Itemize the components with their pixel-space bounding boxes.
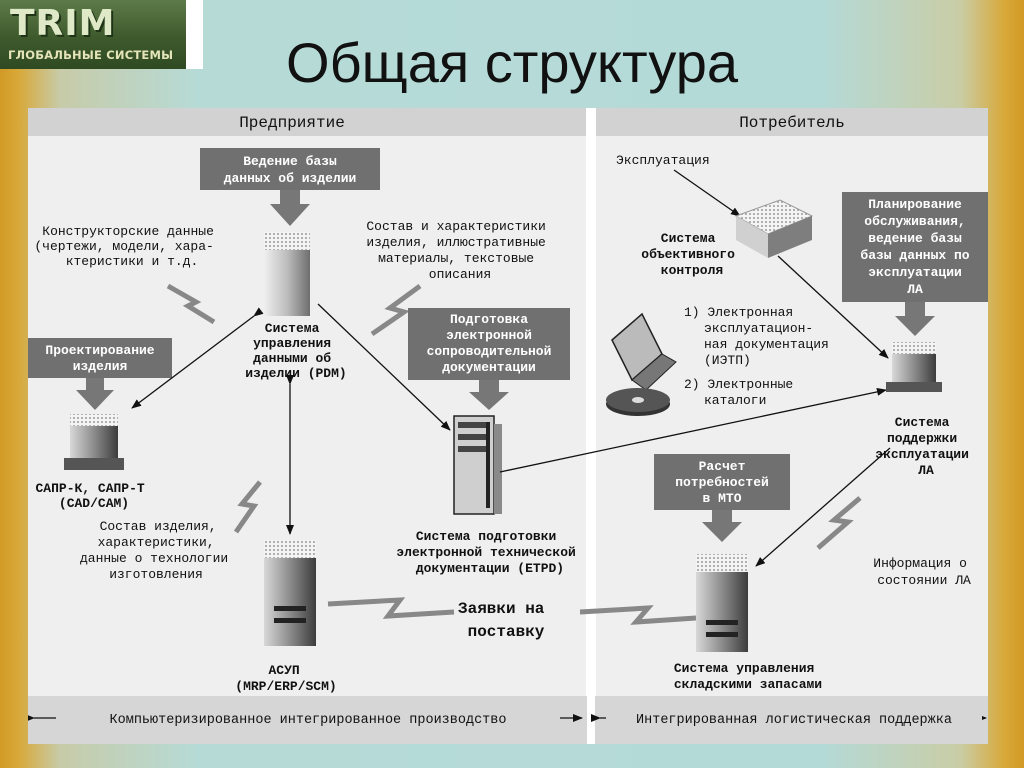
- mto-line-1: Расчет: [699, 459, 746, 474]
- pdm-database-box: Ведение базы данных об изделии: [200, 148, 380, 226]
- pdm-server-icon: [264, 232, 310, 316]
- exploitation-link: [673, 169, 741, 217]
- consumer-header: Потребитель: [739, 114, 845, 132]
- structure-diagram: Предприятие Потребитель Ведение базы дан…: [28, 108, 988, 744]
- lightning-icon: [233, 480, 262, 534]
- state-note: Информация о состоянии ЛА: [873, 556, 974, 588]
- warehouse-server-icon: [696, 554, 748, 652]
- logo-name: TRIM: [10, 3, 116, 44]
- planning-line-1: Планирование: [868, 197, 962, 212]
- design-data-note: Конструкторские данные (чертежи, модели,…: [34, 224, 221, 269]
- planning-line-3: ведение базы: [868, 231, 962, 246]
- asup-label: АСУП (MRP/ERP/SCM): [235, 663, 336, 694]
- footer-left-label: Компьютеризированное интегрированное про…: [110, 713, 507, 728]
- laptop-icon: [611, 312, 677, 391]
- lightning-icon: [816, 496, 862, 550]
- down-arrow-icon: [76, 378, 114, 410]
- prep-box-line-4: документации: [442, 360, 536, 375]
- prep-box-line-2: электронной: [446, 328, 532, 343]
- planning-line-4: базы данных по: [860, 248, 969, 263]
- pdm-cad-link: [131, 307, 264, 409]
- objective-control-label: Система объективного контроля: [641, 231, 742, 278]
- objective-control-icon: [734, 199, 814, 258]
- composition-note: Состав и характеристики изделия, иллюстр…: [366, 219, 553, 282]
- pdm-header-line-1: Ведение базы: [243, 154, 337, 169]
- planning-line-2: обслуживания,: [864, 214, 965, 229]
- mto-line-2: потребностей: [675, 475, 769, 490]
- cad-workstation-icon: [64, 414, 124, 470]
- warehouse-label: Система управления складскими запасами: [674, 661, 822, 692]
- lightning-icon: [579, 605, 697, 625]
- mto-box: Расчет потребностей в МТО: [654, 454, 790, 542]
- lightning-icon: [327, 597, 455, 619]
- footer-right-label: Интегрированная логистическая поддержка: [636, 713, 952, 728]
- down-arrow-icon: [895, 302, 935, 336]
- logo-subtitle: ГЛОБАЛЬНЫЕ СИСТЕМЫ: [8, 48, 174, 62]
- design-box-line-1: Проектирование: [45, 343, 154, 358]
- pdm-header-line-2: данных об изделии: [224, 171, 357, 186]
- down-arrow-icon: [702, 510, 742, 542]
- pdm-etpd-link: [317, 303, 451, 431]
- consumer-header-bar: [596, 108, 988, 136]
- prep-box-line-1: Подготовка: [450, 312, 528, 327]
- enterprise-header: Предприятие: [239, 114, 345, 132]
- down-arrow-icon: [270, 190, 310, 226]
- preparation-box: Подготовка электронной сопроводительной …: [408, 308, 570, 410]
- cad-label: САПР-К, САПР-Т (CAD/CAM): [35, 481, 152, 511]
- pdm-label: Система управления данными об изделии (P…: [245, 321, 346, 381]
- planning-line-6: ЛА: [907, 282, 923, 297]
- product-note: Состав изделия, характеристики, данные о…: [80, 519, 236, 582]
- down-arrow-icon: [469, 380, 509, 410]
- etpd-label: Система подготовки электронной техническ…: [396, 529, 583, 576]
- enterprise-header-bar: [28, 108, 586, 136]
- mto-line-3: в МТО: [702, 491, 741, 506]
- lightning-icon: [370, 283, 422, 337]
- cd-disc-icon: [606, 388, 670, 416]
- support-warehouse-link: [755, 447, 891, 567]
- planning-line-5: эксплуатации: [868, 265, 962, 280]
- trim-logo: TRIM ГЛОБАЛЬНЫЕ СИСТЕМЫ: [0, 0, 203, 69]
- support-label: Система поддержки эксплуатации ЛА: [875, 415, 976, 478]
- support-workstation-icon: [886, 342, 942, 392]
- asup-server-icon: [264, 540, 316, 646]
- e-doc-list: 1) Электронная эксплуатацион- ная докуме…: [684, 305, 837, 408]
- planning-box: Планирование обслуживания, ведение базы …: [842, 192, 988, 336]
- exploitation-label: Эксплуатация: [616, 153, 710, 168]
- requests-label: Заявки на поставку: [458, 600, 554, 641]
- slide-title: Общая структура: [286, 31, 738, 94]
- etpd-support-link: [499, 387, 887, 473]
- design-box-line-2: изделия: [73, 359, 128, 374]
- prep-box-line-3: сопроводительной: [427, 344, 552, 359]
- control-support-link: [777, 255, 889, 359]
- etpd-server-icon: [453, 415, 502, 515]
